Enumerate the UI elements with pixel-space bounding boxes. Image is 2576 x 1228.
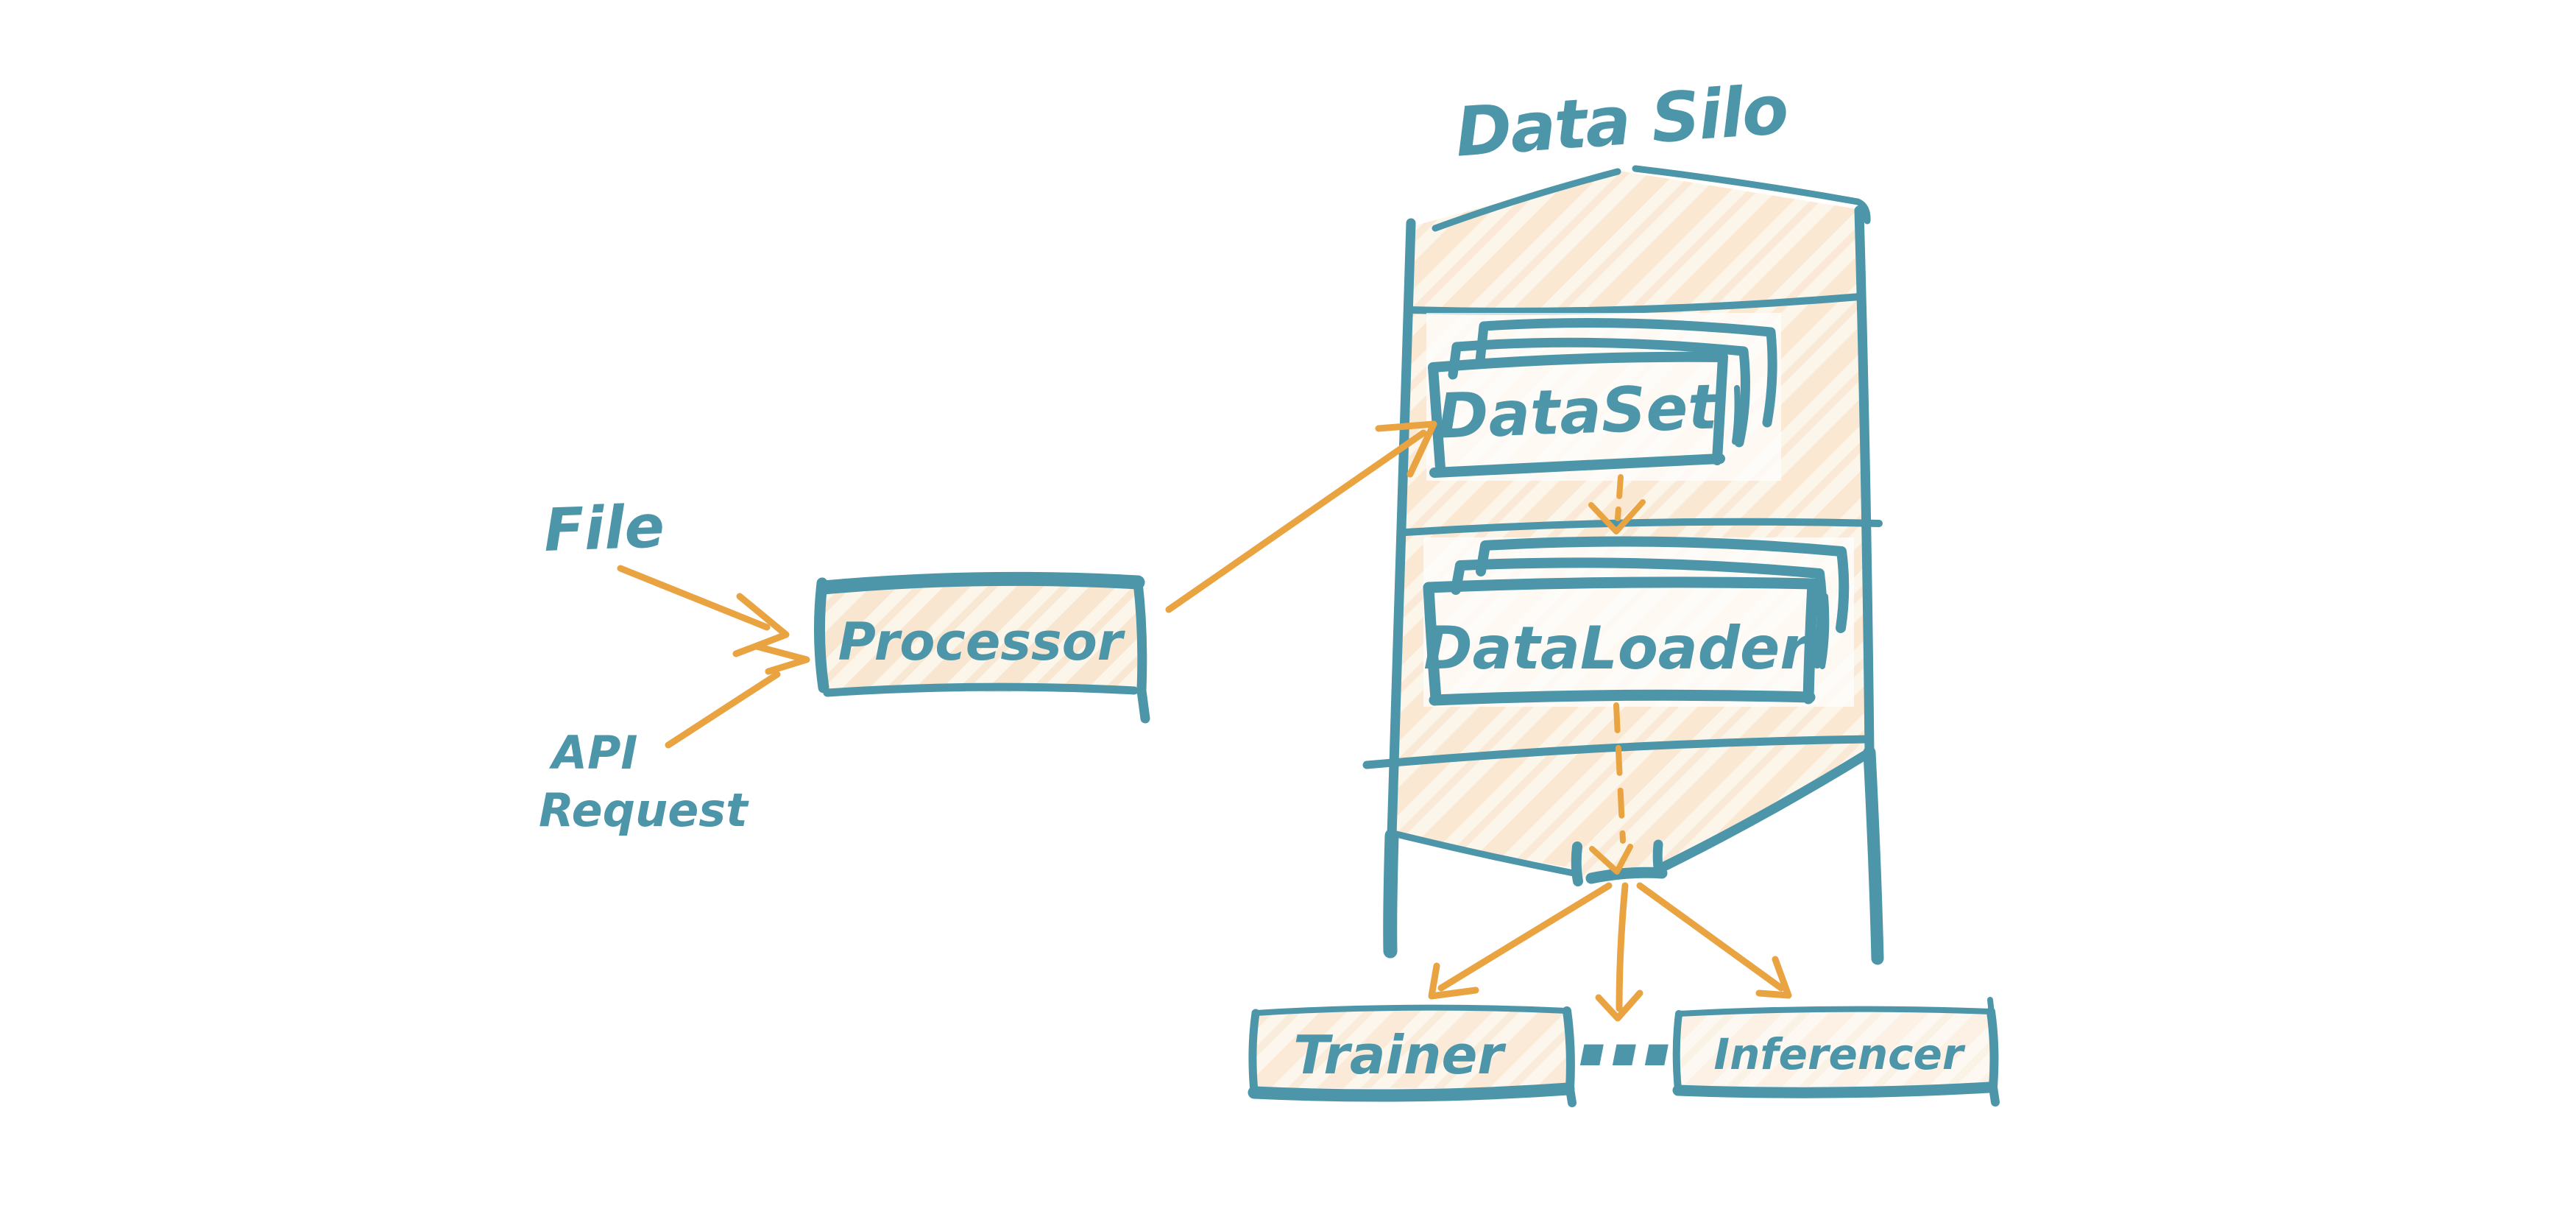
arrowhead — [1589, 844, 1633, 875]
inferencer-corner-tick — [1987, 997, 1995, 1017]
inferencer-border-right — [1986, 1007, 2000, 1107]
processor-border-left — [813, 577, 829, 694]
arrow-funnel-to-inferencer — [1636, 882, 1792, 999]
dataloader-card-doubled-edge — [1819, 593, 1830, 669]
silo-right-leg — [1863, 746, 1884, 965]
silo-spout-left — [1571, 841, 1583, 886]
processor-border-top — [816, 571, 1145, 595]
silo-left-wall — [1387, 218, 1416, 841]
silo-funnel-right — [1660, 749, 1872, 871]
processor-fill — [821, 580, 1142, 692]
dataset-card — [1428, 351, 1728, 478]
silo-roof-left — [1432, 168, 1621, 232]
arrow-processor-to-dataset — [1165, 420, 1437, 613]
inferencer-border-top — [1676, 1006, 1994, 1017]
arrowhead — [1588, 499, 1646, 534]
dataloader-label: DataLoader — [1423, 614, 1812, 682]
dataloader-stack: DataLoader — [1423, 536, 1854, 707]
inferencer-border-left — [1672, 1010, 1682, 1093]
file-label: File — [542, 492, 665, 565]
silo-title: Data Silo — [1453, 70, 1789, 172]
dataset-label: DataSet — [1436, 370, 1721, 452]
arrow-file-to-processor — [617, 565, 790, 657]
trainer-label: Trainer — [1293, 1024, 1507, 1086]
processor-border-bottom — [823, 682, 1139, 697]
arrowhead — [1428, 962, 1479, 1000]
arrowhead — [1755, 956, 1792, 999]
trainer-node: Trainer — [1248, 1004, 1577, 1107]
arrow-api-to-processor — [665, 643, 810, 749]
arrow-funnel-to-ellipsis — [1595, 882, 1643, 1022]
arrow-funnel-to-trainer — [1428, 882, 1613, 1000]
silo-right-wall — [1854, 205, 1875, 758]
arrowhead — [732, 593, 790, 657]
arrowhead — [753, 643, 810, 675]
silo-band-top — [1405, 293, 1864, 315]
silo-left-leg — [1383, 828, 1399, 959]
api-request-line2: Request — [539, 783, 749, 837]
trainer-border-left — [1248, 1009, 1260, 1096]
silo-spout-bottom — [1585, 867, 1668, 884]
trainer-border-right — [1563, 1006, 1577, 1107]
arrowhead — [1595, 989, 1643, 1022]
dataset-stack: DataSet — [1426, 313, 1781, 481]
arrowhead — [1375, 420, 1437, 478]
api-request-line1: API — [548, 726, 638, 780]
dataset-card-doubled-edge — [1732, 385, 1741, 445]
inferencer-fill — [1680, 1012, 1992, 1087]
inferencer-node: Inferencer — [1672, 997, 2000, 1107]
silo-band-middle — [1402, 518, 1883, 536]
trainer-border-bottom — [1248, 1082, 1575, 1102]
silo-roof-right — [1632, 165, 1871, 225]
inferencer-label: Inferencer — [1714, 1029, 1966, 1079]
trainer-fill — [1255, 1010, 1570, 1088]
dataloader-card — [1423, 576, 1819, 706]
trainer-border-top — [1253, 1004, 1570, 1016]
api-request-label: API Request — [539, 726, 749, 837]
processor-border-right — [1133, 577, 1150, 724]
silo-funnel-left — [1390, 830, 1577, 877]
ellipsis-label: ... — [1575, 964, 1672, 1092]
processor-label: Processor — [838, 612, 1126, 672]
arrow-dataset-to-dataloader — [1588, 474, 1646, 534]
processor-node: Processor — [813, 571, 1150, 724]
arrow-dataloader-to-funnel — [1589, 702, 1633, 875]
inferencer-border-bottom — [1672, 1081, 1995, 1098]
